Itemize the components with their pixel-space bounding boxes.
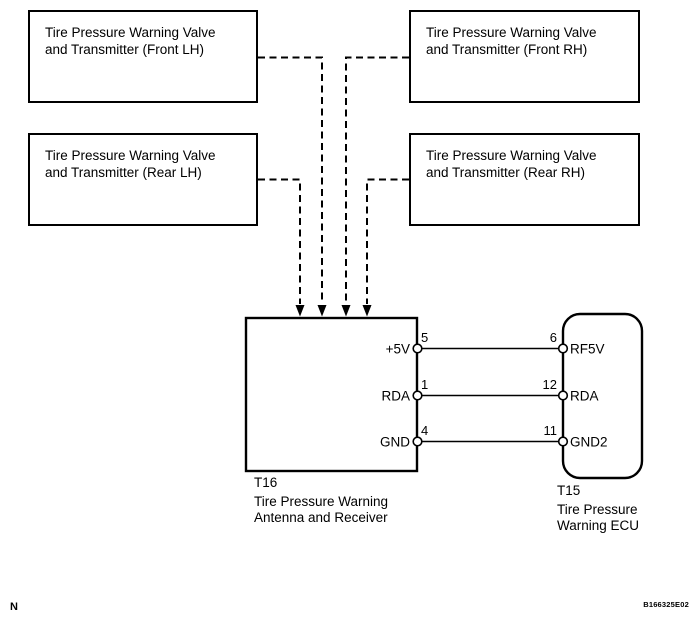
- box-front-rh-line2: and Transmitter (Front RH): [426, 42, 588, 57]
- pin-terminal-receiver-4: [412, 436, 423, 447]
- box-rear-rh-label: Tire Pressure Warning Valve and Transmit…: [426, 147, 597, 181]
- arrow-down-icon: [317, 305, 327, 317]
- box-front-rh-line1: Tire Pressure Warning Valve: [426, 25, 597, 40]
- pin-number-11: 11: [543, 423, 558, 438]
- ecu-name-line1: Tire Pressure: [557, 501, 638, 517]
- ecu-caption: T15 Tire Pressure Warning ECU: [557, 483, 639, 535]
- pin-terminal-receiver-1: [412, 390, 423, 401]
- box-rear-lh-line1: Tire Pressure Warning Valve: [45, 148, 216, 163]
- receiver-caption: T16 Tire Pressure Warning Antenna and Re…: [254, 475, 388, 527]
- box-front-rh-label: Tire Pressure Warning Valve and Transmit…: [426, 24, 597, 58]
- receiver-name-line2: Antenna and Receiver: [254, 510, 388, 525]
- pin-number-6: 6: [549, 330, 557, 345]
- pin-label-rda-receiver: RDA: [381, 388, 410, 403]
- box-front-lh-label: Tire Pressure Warning Valve and Transmit…: [45, 24, 216, 58]
- box-front-lh-line2: and Transmitter (Front LH): [45, 42, 205, 57]
- pin-number-4: 4: [421, 423, 429, 438]
- pin-terminal-receiver-5: [412, 343, 423, 354]
- receiver-name-line1: Tire Pressure Warning: [254, 493, 389, 509]
- footer-note: N: [10, 601, 18, 613]
- ecu-name-line2: Warning ECU: [557, 518, 640, 533]
- pin-label-gnd2: GND2: [570, 434, 608, 449]
- dashed-connector-rear-lh: [258, 178, 301, 304]
- pin-terminal-ecu-6: [557, 343, 569, 354]
- box-rear-lh-label: Tire Pressure Warning Valve and Transmit…: [45, 147, 216, 181]
- box-rear-rh-line1: Tire Pressure Warning Valve: [426, 148, 597, 163]
- box-front-lh-line1: Tire Pressure Warning Valve: [45, 25, 216, 40]
- arrow-down-icon: [341, 305, 351, 317]
- dashed-connector-rear-rh: [366, 178, 409, 304]
- pin-label-gnd: GND: [380, 434, 410, 449]
- dashed-connector-front-rh: [345, 56, 409, 304]
- pin-terminal-ecu-11: [557, 436, 569, 447]
- pin-terminal-ecu-12: [557, 390, 569, 401]
- box-front-lh: Tire Pressure Warning Valve and Transmit…: [28, 10, 258, 103]
- box-rear-lh: Tire Pressure Warning Valve and Transmit…: [28, 133, 258, 226]
- box-rear-lh-line2: and Transmitter (Rear LH): [45, 165, 202, 180]
- pin-number-5: 5: [421, 330, 429, 345]
- pin-label-5v: +5V: [385, 341, 410, 356]
- pin-number-12: 12: [542, 377, 557, 392]
- arrow-down-icon: [295, 305, 305, 317]
- drawing-number: B166325E02: [643, 600, 689, 609]
- box-rear-rh: Tire Pressure Warning Valve and Transmit…: [409, 133, 640, 226]
- pin-label-rf5v: RF5V: [570, 341, 605, 356]
- dashed-connector-front-lh: [258, 56, 323, 304]
- arrow-down-icon: [362, 305, 372, 317]
- ecu-code: T15: [557, 483, 581, 498]
- box-front-rh: Tire Pressure Warning Valve and Transmit…: [409, 10, 640, 103]
- receiver-code: T16: [254, 475, 278, 490]
- pin-number-1: 1: [421, 377, 429, 392]
- box-rear-rh-line2: and Transmitter (Rear RH): [426, 165, 586, 180]
- pin-label-rda-ecu: RDA: [570, 388, 599, 403]
